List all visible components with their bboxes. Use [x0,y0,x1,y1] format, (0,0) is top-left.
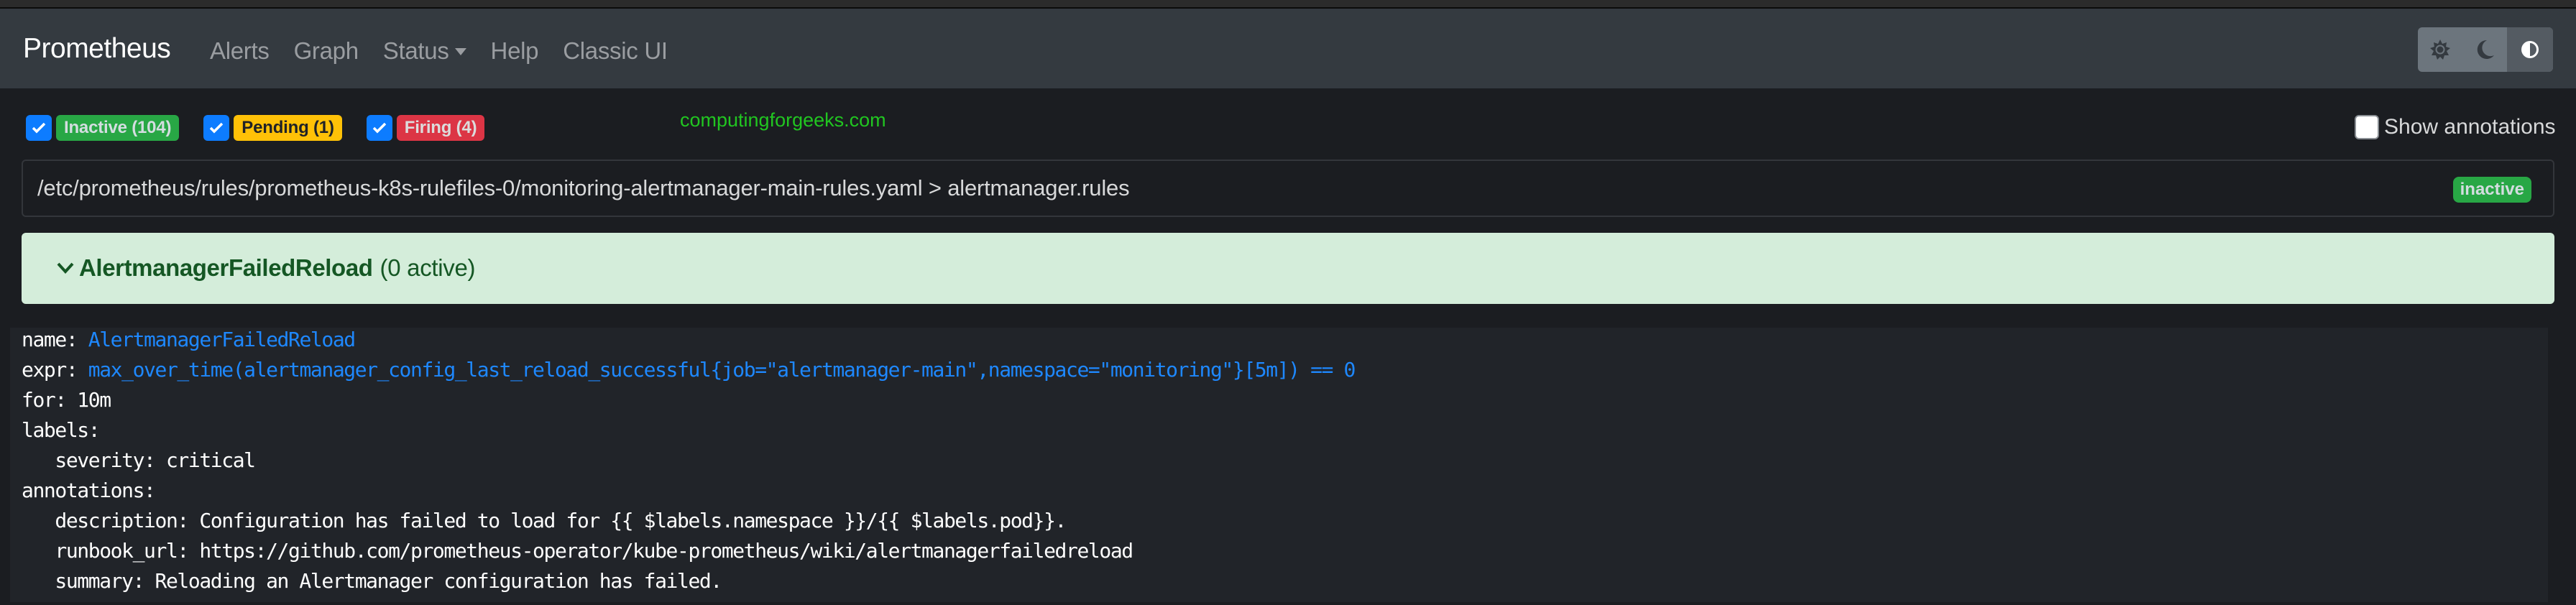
filter-inactive[interactable]: Inactive (104) [26,115,180,141]
yaml-key: expr: [22,358,88,382]
yaml-summary-line: summary: Reloading an Alertmanager confi… [22,569,722,593]
theme-dark-button[interactable] [2462,27,2507,72]
rule-definition-yaml: name: AlertmanagerFailedReload expr: max… [10,328,2548,602]
filter-pending-checkbox[interactable] [203,115,230,141]
theme-auto-button[interactable] [2507,27,2553,72]
brand-logo[interactable]: Prometheus [23,33,171,64]
nav-links: Alerts Graph Status Help Classic UI [210,37,692,65]
rule-name: AlertmanagerFailedReload [79,254,373,281]
rule-group-state-badge: inactive [2452,177,2531,203]
state-filters: Inactive (104) Pending (1) Firing (4) [26,115,509,141]
watermark-text: computingforgeeks.com [680,109,886,131]
filter-firing-badge: Firing (4) [396,115,485,141]
yaml-key: name: [22,328,88,351]
checkmark-icon [32,122,46,134]
moon-icon [2477,40,2494,59]
rule-group-path: /etc/prometheus/rules/prometheus-k8s-rul… [37,175,1130,200]
yaml-severity-line: severity: critical [22,448,256,472]
sun-icon [2430,40,2450,60]
checkmark-icon [210,122,224,134]
filter-pending-badge: Pending (1) [234,115,342,141]
yaml-name-line: name: AlertmanagerFailedReload [22,328,356,351]
window-top-strip [0,0,2576,7]
contrast-icon [2521,41,2539,58]
yaml-description-line: description: Configuration has failed to… [22,509,1067,532]
filter-inactive-badge: Inactive (104) [56,115,180,141]
nav-link-classic-ui[interactable]: Classic UI [563,37,668,64]
navbar: Prometheus Alerts Graph Status Help Clas… [0,9,2576,88]
checkmark-icon [372,122,386,134]
filter-pending[interactable]: Pending (1) [203,115,342,141]
nav-link-alerts[interactable]: Alerts [210,37,270,64]
rule-active-count: (0 active) [380,254,476,281]
rule-expr-link[interactable]: max_over_time(alertmanager_config_last_r… [88,358,1356,382]
chevron-down-icon [454,48,466,55]
show-annotations-label: Show annotations [2384,115,2556,139]
yaml-runbook-line: runbook_url: https://github.com/promethe… [22,539,1133,563]
rule-collapse-header[interactable]: AlertmanagerFailedReload (0 active) [22,233,2554,304]
rule-group-header: /etc/prometheus/rules/prometheus-k8s-rul… [22,160,2554,217]
show-annotations-checkbox[interactable] [2355,115,2379,139]
yaml-expr-line: expr: max_over_time(alertmanager_config_… [22,358,1356,382]
filter-firing[interactable]: Firing (4) [366,115,485,141]
nav-link-status[interactable]: Status [383,37,466,65]
yaml-annotations-line: annotations: [22,479,156,502]
nav-link-status-label: Status [382,37,449,64]
theme-toggle-group [2418,27,2553,72]
rule-name-link[interactable]: AlertmanagerFailedReload [88,328,356,351]
yaml-for-line: for: 10m [22,388,111,412]
filter-firing-checkbox[interactable] [366,115,392,141]
theme-light-button[interactable] [2418,27,2462,72]
nav-link-help[interactable]: Help [490,37,539,64]
filter-inactive-checkbox[interactable] [26,115,52,141]
rule-title: AlertmanagerFailedReload (0 active) [56,254,476,282]
nav-link-graph[interactable]: Graph [293,37,359,64]
yaml-labels-line: labels: [22,418,101,442]
window-top-divider [0,7,2576,9]
show-annotations-toggle[interactable]: Show annotations [2355,115,2556,139]
chevron-down-icon [57,262,74,274]
